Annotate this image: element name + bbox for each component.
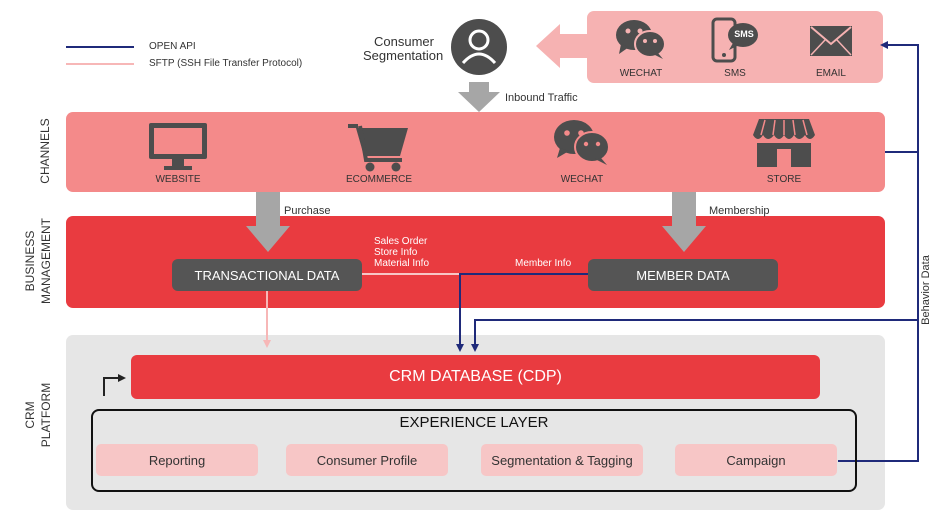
store-icon — [751, 117, 817, 169]
purchase-label: Purchase — [284, 205, 331, 217]
module-consumer-profile: Consumer Profile — [286, 444, 448, 476]
behavior-data-label-bg — [920, 258, 932, 328]
experience-layer-title: EXPERIENCE LAYER — [399, 414, 549, 431]
behavior-data-label: Behavior Data — [920, 255, 932, 325]
monitor-icon — [147, 121, 209, 171]
inbound-traffic-label: Inbound Traffic — [505, 92, 578, 104]
user-avatar-icon — [450, 18, 508, 76]
channel-label-wechat: WECHAT — [560, 174, 604, 185]
crm-database-box: CRM DATABASE (CDP) — [131, 355, 820, 399]
consumer-label-2: Segmentation — [363, 48, 444, 63]
member-info-label: Member Info — [515, 258, 572, 269]
inbound-arrow — [458, 82, 500, 112]
legend-open-api: OPEN API — [149, 41, 196, 52]
touchpoint-arrow — [536, 24, 590, 68]
channel-label-store: STORE — [766, 174, 802, 185]
layer-label-channels: CHANNELS — [38, 118, 52, 184]
layer-label-crm-2: PLATFORM — [39, 382, 53, 448]
email-icon — [809, 25, 853, 57]
member-data-box: MEMBER DATA — [588, 259, 778, 291]
touchpoint-label-sms: SMS — [724, 68, 746, 79]
experience-layer-frame — [91, 409, 857, 492]
wechat-channel-icon — [551, 118, 613, 166]
layer-label-business-1: BUSINESS — [23, 230, 37, 292]
purchase-arrow — [246, 192, 290, 252]
channel-label-ecommerce: ECOMMERCE — [345, 174, 413, 185]
module-campaign: Campaign — [675, 444, 837, 476]
wechat-icon — [613, 18, 669, 60]
touchpoint-label-email: EMAIL — [815, 68, 846, 79]
channel-label-website: WEBSITE — [155, 174, 201, 185]
legend-sftp: SFTP (SSH File Transfer Protocol) — [149, 58, 303, 69]
module-segmentation-tagging: Segmentation & Tagging — [481, 444, 643, 476]
touchpoint-label-wechat: WECHAT — [619, 68, 663, 79]
sms-phone-icon — [711, 17, 759, 63]
layer-label-business-2: MANAGEMENT — [39, 218, 53, 305]
layer-label-crm-1: CRM — [23, 401, 37, 429]
shopping-cart-icon — [346, 120, 416, 172]
sms-badge: SMS — [734, 29, 754, 39]
membership-arrow — [662, 192, 706, 252]
sales-order-label: Sales Order — [374, 236, 428, 247]
membership-label: Membership — [709, 205, 770, 217]
module-reporting: Reporting — [96, 444, 258, 476]
material-info-label: Material Info — [374, 258, 430, 269]
consumer-label-1: Consumer — [374, 34, 434, 49]
store-info-label: Store Info — [374, 247, 418, 258]
transactional-data-box: TRANSACTIONAL DATA — [172, 259, 362, 291]
